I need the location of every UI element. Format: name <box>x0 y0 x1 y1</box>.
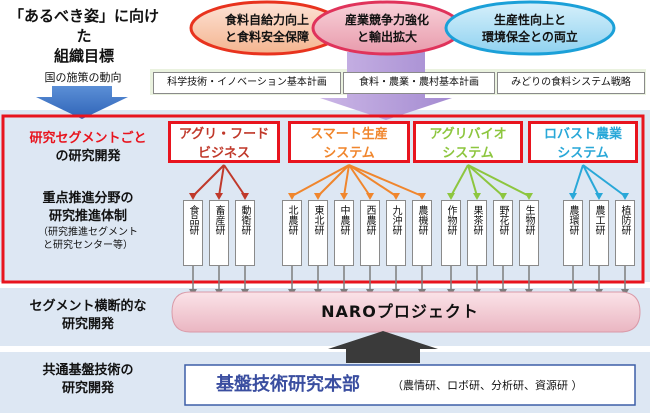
policy-label: 国の施策の動向 <box>44 71 122 84</box>
segment-box-robust-agriculture: ロバスト農業 システム <box>528 121 638 163</box>
base-label-line1: 共通基盤技術の <box>42 363 134 378</box>
segment-connector-head <box>499 193 507 200</box>
segment-connector-line <box>467 164 478 197</box>
center-column: 動衛研 <box>235 200 255 266</box>
segments-frame <box>1 114 645 284</box>
segment-connector-head <box>366 193 374 200</box>
goal-text-food-security: 食料自給力向上 と食料安全保障 <box>224 13 309 44</box>
center-column: 畜産研 <box>209 200 229 266</box>
goal-ellipse-productivity <box>444 0 616 56</box>
policy-arrow <box>36 86 128 119</box>
segment-connector-line <box>317 164 350 197</box>
segment-box-smart-production: スマート生産 システム <box>288 121 410 163</box>
center-column: 北農研 <box>282 200 302 266</box>
segment-connector-line <box>343 164 350 197</box>
segment-connector-head <box>447 193 455 200</box>
segment-connector-line <box>348 164 371 197</box>
centers-note-line2: と研究センター等） <box>43 240 133 251</box>
center-column: 作物研 <box>441 200 461 266</box>
center-column: 中農研 <box>334 200 354 266</box>
base-hq-title: 基盤技術研究本部 <box>216 374 360 395</box>
center-column: 農機研 <box>412 200 432 266</box>
org-goal-title: 「あるべき姿」に向けた 組織目標 <box>4 6 164 66</box>
naro-project-banner <box>171 291 641 333</box>
segment-connector-head <box>241 193 249 200</box>
centers-section-label: 重点推進分野の 研究推進体制 （研究推進セグメント と研究センター等） <box>8 190 168 252</box>
center-column: 野花研 <box>493 200 513 266</box>
segment-section-label: 研究セグメントごと の研究開発 <box>8 130 168 166</box>
segment-connector-head <box>525 193 533 200</box>
segment-connector-head <box>314 193 322 200</box>
segment-connector-line <box>582 164 626 197</box>
segment-connector-head <box>215 193 223 200</box>
segment-connector-line <box>348 164 397 197</box>
segment-connector-head <box>595 193 603 200</box>
segment-connector-line <box>467 164 530 197</box>
segment-section-label-black: の研究開発 <box>55 149 121 164</box>
plan-box-agriculture: 食料・農業・農村基本計画 <box>343 72 495 94</box>
segment-connector-line <box>291 164 350 197</box>
center-column: 果茶研 <box>467 200 487 266</box>
cross-label-line2: 研究開発 <box>61 317 114 332</box>
segment-connector-line <box>467 164 504 197</box>
segment-connectors <box>189 164 629 200</box>
base-section-label: 共通基盤技術の 研究開発 <box>8 362 168 398</box>
plan-box-midori: みどりの食料システム戦略 <box>497 72 645 94</box>
goal-text-productivity: 生産性向上と 環境保全との両立 <box>482 13 578 44</box>
segment-connector-line <box>218 164 225 197</box>
cross-label-line1: セグメント横断的な <box>29 299 147 314</box>
centers-note-line1: （研究推進セグメント <box>38 227 138 238</box>
segment-connector-line <box>572 164 584 197</box>
segment-connector-head <box>392 193 400 200</box>
segment-connector-head <box>569 193 577 200</box>
segment-connector-line <box>223 164 246 197</box>
segment-connector-head <box>418 193 426 200</box>
segment-connector-head <box>621 193 629 200</box>
centers-label-line1: 重点推進分野の <box>42 191 134 206</box>
center-column: 食品研 <box>183 200 203 266</box>
base-hq-box <box>184 364 636 406</box>
segment-section-label-red: 研究セグメントごと <box>29 131 147 146</box>
goal-text-competitiveness: 産業競争力強化 と輸出拡大 <box>344 13 429 44</box>
plan-box-science: 科学技術・イノベーション基本計画 <box>153 72 341 94</box>
segment-connector-head <box>189 193 197 200</box>
center-column: 生物研 <box>519 200 539 266</box>
naro-project-label: NAROプロジェクト <box>321 302 479 321</box>
segment-connector-line <box>450 164 469 197</box>
segment-connector-line <box>348 164 423 197</box>
segment-connector-head <box>473 193 481 200</box>
segment-connector-line <box>582 164 600 197</box>
segment-box-agri-food: アグリ・フード ビジネス <box>168 121 280 163</box>
center-column: 農工研 <box>589 200 609 266</box>
base-hq-members: （農情研、ロボ研、分析研、資源研 ） <box>392 379 583 392</box>
base-label-line2: 研究開発 <box>61 381 114 396</box>
segment-connector-head <box>288 193 296 200</box>
center-column: 東北研 <box>308 200 328 266</box>
base-up-arrow <box>328 331 438 363</box>
centers-label-line2: 研究推進体制 <box>48 209 127 224</box>
segment-box-agri-bio: アグリバイオ システム <box>413 121 523 163</box>
segment-connector-line <box>192 164 225 197</box>
org-goal-title-line2: 組織目標 <box>53 47 114 65</box>
center-column: 植防研 <box>615 200 635 266</box>
center-column: 西農研 <box>360 200 380 266</box>
center-column: 九沖研 <box>386 200 406 266</box>
segment-connector-head <box>340 193 348 200</box>
cross-section-label: セグメント横断的な 研究開発 <box>8 298 168 334</box>
org-goal-title-line1: 「あるべき姿」に向けた <box>8 7 159 45</box>
center-column: 農環研 <box>563 200 583 266</box>
